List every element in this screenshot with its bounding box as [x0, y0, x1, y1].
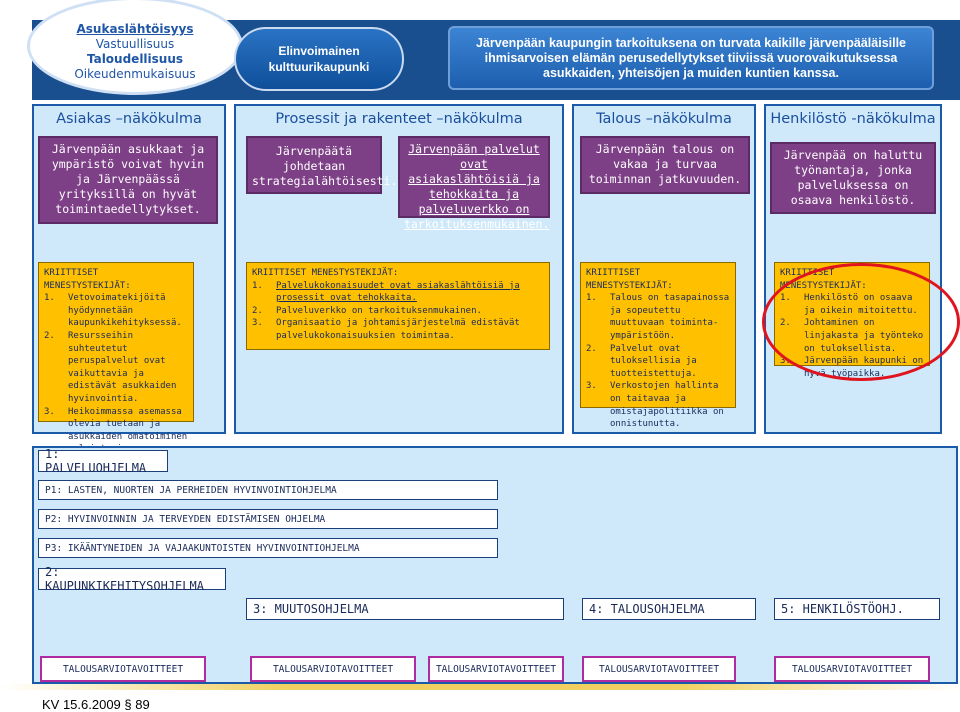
csf-title: KRIITTISET MENESTYSTEKIJÄT:	[586, 268, 673, 291]
csf-title: KRIITTISET MENESTYSTEKIJÄT:	[44, 268, 131, 291]
success-factors: KRIITTISET MENESTYSTEKIJÄT: 1.Palvelukok…	[246, 262, 550, 350]
goal-box: Järvenpään palvelut ovat asiakaslähtöisi…	[398, 136, 550, 231]
csf-item: 1.Vetovoimatekijöitä hyödynnetään kaupun…	[44, 293, 182, 329]
budget-goal-box: TALOUSARVIOTAVOITTEET	[250, 656, 416, 682]
mission-box: Järvenpään kaupungin tarkoituksena on tu…	[448, 26, 934, 90]
perspective-heading: Henkilöstö -näkökulma	[770, 111, 936, 127]
programme-box: 5: HENKILÖSTÖOHJ.	[774, 598, 940, 620]
csf-item: 3.Organisaatio ja johtamisjärjestelmä ed…	[252, 318, 520, 341]
programme-sub-box: P1: LASTEN, NUORTEN JA PERHEIDEN HYVINVO…	[38, 480, 498, 500]
programme-sub-box: P3: IKÄÄNTYNEIDEN JA VAJAAKUNTOISTEN HYV…	[38, 538, 498, 558]
goal-box: Järvenpään asukkaat ja ympäristö voivat …	[38, 136, 218, 224]
budget-goal-box: TALOUSARVIOTAVOITTEET	[40, 656, 206, 682]
programme-box: 1: PALVELUOHJELMA	[38, 447, 168, 475]
success-factors: KRIITTISET MENESTYSTEKIJÄT: 1.Vetovoimat…	[38, 262, 194, 454]
goal-box: Järvenpää on haluttu työnantaja, jonka p…	[770, 142, 936, 214]
csf-item: 2.Resursseihin suhteutetut peruspalvelut…	[44, 330, 177, 404]
perspective-heading: Talous –näkökulma	[596, 111, 732, 127]
value-item: Vastuullisuus	[95, 37, 175, 51]
goal-text: Järvenpään palvelut ovat asiakaslähtöisi…	[404, 142, 550, 231]
budget-goal-box: TALOUSARVIOTAVOITTEET	[582, 656, 736, 682]
programme-box: 4: TALOUSOHJELMA	[582, 598, 756, 620]
csf-item: 2.Palvelut ovat tuloksellisia ja tuottei…	[586, 343, 697, 379]
value-item: Taloudellisuus	[86, 52, 184, 66]
highlight-circle	[762, 263, 960, 381]
programme-sub-box: P2: HYVINVOINNIN JA TERVEYDEN EDISTÄMISE…	[38, 509, 498, 529]
budget-goal-box: TALOUSARVIOTAVOITTEET	[428, 656, 564, 682]
value-item: Oikeudenmukaisuus	[74, 67, 196, 81]
goal-box: Järvenpään talous on vakaa ja turvaa toi…	[580, 136, 750, 194]
success-factors: KRIITTISET MENESTYSTEKIJÄT: 1.Talous on …	[580, 262, 736, 429]
goal-box: Järvenpäätä johdetaan strategialähtöises…	[246, 136, 397, 194]
perspective-heading: Prosessit ja rakenteet –näkökulma	[275, 111, 523, 127]
values-list: Asukaslähtöisyys Vastuullisuus Taloudell…	[60, 22, 210, 82]
values-cloud	[30, 0, 240, 92]
programme-box: 2: KAUPUNKIKEHITYSOHJELMA	[38, 565, 226, 593]
budget-goal-box: TALOUSARVIOTAVOITTEET	[774, 656, 930, 682]
csf-title: KRIITTISET MENESTYSTEKIJÄT:	[252, 268, 399, 278]
csf-item: 1.Talous on tasapainossa ja sopeutettu m…	[586, 293, 730, 341]
perspective-heading: Asiakas –näkökulma	[56, 111, 202, 127]
csf-item: 3.Verkostojen hallinta on taitavaa ja om…	[586, 381, 724, 430]
csf-item: 1.Palvelukokonaisuudet ovat asiakaslähtö…	[252, 280, 520, 304]
value-title: Asukaslähtöisyys	[76, 22, 194, 36]
footer-note: KV 15.6.2009 § 89	[42, 697, 150, 712]
decorative-strip	[0, 684, 960, 690]
programme-box: 3: MUUTOSOHJELMA	[246, 598, 564, 620]
csf-item: 2.Palveluverkko on tarkoituksenmukainen.	[252, 305, 482, 316]
vision-pill: Elinvoimainen kulttuurikaupunki	[234, 27, 404, 91]
